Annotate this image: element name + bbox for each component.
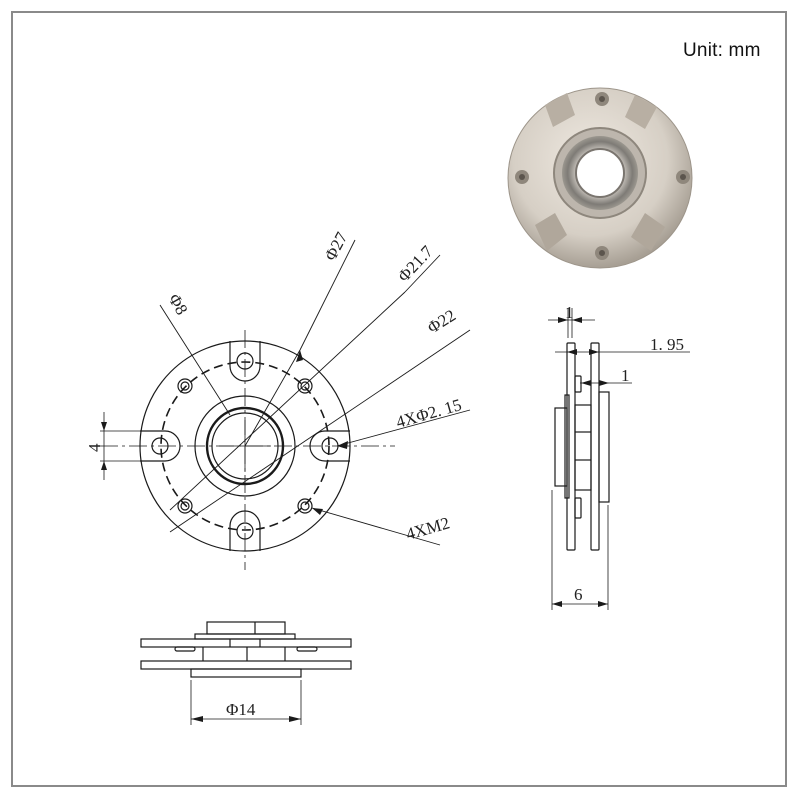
dim-plate-gap: 1 [565, 303, 574, 322]
dim-d21-7: Φ21.7 [394, 242, 437, 286]
dim-holes: 4XΦ2. 15 [394, 395, 464, 432]
unit-label: Unit: mm [683, 40, 761, 61]
drawing-frame [11, 11, 787, 787]
side-view [548, 308, 690, 610]
dim-thickness: 1. 95 [650, 335, 684, 354]
dim-offset: 1 [621, 366, 630, 385]
product-photo [507, 87, 693, 269]
dim-d14: Φ14 [226, 700, 256, 719]
dim-d22: Φ22 [424, 306, 459, 338]
dim-d8: Φ8 [165, 291, 192, 319]
dim-threads: 4XM2 [404, 513, 452, 544]
dim-d27: Φ27 [321, 229, 352, 264]
dim-total-width: 6 [574, 585, 583, 604]
front-view [100, 239, 471, 570]
dim-slot-width: 4 [85, 443, 104, 452]
bottom-view [140, 621, 352, 725]
